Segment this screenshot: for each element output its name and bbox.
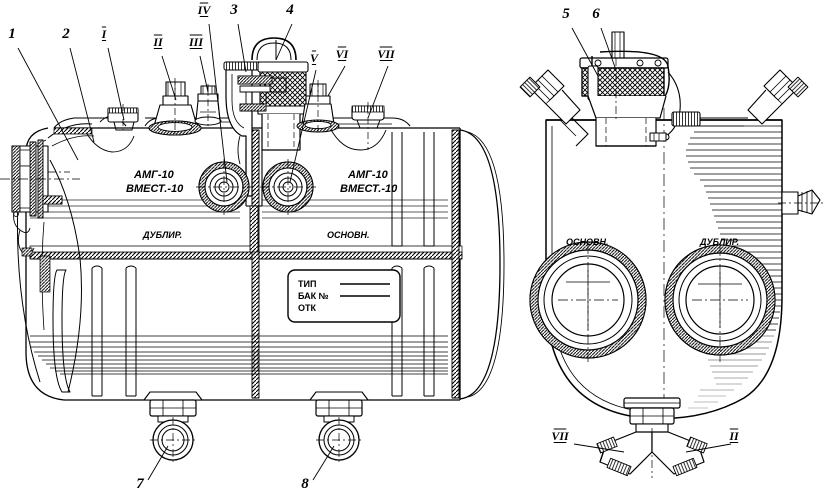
left-end-connector	[0, 123, 95, 393]
tank-body-outline	[16, 127, 505, 401]
callout-iv-c6: IV	[197, 3, 212, 17]
tank-nameplate	[287, 269, 401, 323]
callout-7-c12: 7	[136, 476, 144, 492]
nameplate-row-2-label: ОТК	[298, 303, 316, 313]
flange-pair-concentric	[196, 159, 316, 215]
flange-main	[260, 159, 316, 215]
leader-2	[69, 47, 95, 143]
leader-IV	[208, 23, 228, 183]
end-left-angled-fitting	[519, 69, 589, 147]
center-seam-band	[251, 129, 260, 399]
callout-vii-c16: VII	[551, 429, 570, 443]
callout-leader-lines	[17, 23, 732, 481]
capacity-left: ВМЕСТ.-10	[126, 183, 184, 195]
nameplate-row-1-label: БАК №	[298, 291, 329, 301]
nameplate-text-group: ТИП БАК № ОТК	[298, 279, 329, 313]
flange-duplicate-end	[664, 244, 776, 362]
leader-VII	[367, 65, 389, 119]
leader-V	[289, 69, 317, 183]
callout-1-c1: 1	[8, 26, 16, 42]
drain-fitting-8	[309, 391, 369, 463]
body-shading	[30, 199, 448, 375]
flange-main-end	[529, 241, 647, 364]
end-right-angled-fitting	[671, 69, 809, 127]
leader-III	[199, 55, 209, 93]
leader-6	[600, 27, 617, 71]
leader-VI	[327, 65, 346, 97]
leader-1	[17, 47, 79, 161]
leader-7	[147, 445, 169, 481]
callout-5-c14: 5	[562, 6, 570, 22]
fluid-grade-right: АМГ-10	[347, 169, 389, 181]
main-label-side: ОСНОВН.	[327, 230, 370, 240]
flange-duplicate	[196, 159, 252, 215]
tank-stencil-text: АМГ-10 ВМЕСТ.-10 АМГ-10 ВМЕСТ.-10 ДУБЛИР…	[126, 169, 398, 240]
end-view	[519, 31, 824, 478]
leader-3	[237, 23, 247, 73]
side-sectional-view	[0, 37, 505, 463]
duplicate-label-end: ДУБЛИР.	[699, 237, 739, 247]
callout-vi-c10: VI	[336, 47, 350, 61]
capacity-right: ВМЕСТ.-10	[340, 183, 398, 195]
girth-seam-band	[29, 245, 463, 260]
duplicate-label-side: ДУБЛИР.	[142, 230, 182, 240]
end-view-stencil-text: ОСНОВН. ДУБЛИР.	[566, 237, 739, 247]
leader-II-end	[685, 443, 732, 453]
callout-2-c2: 2	[61, 26, 70, 42]
callout-iii-c5: III	[188, 35, 204, 49]
fitting-VII-pad	[351, 102, 385, 150]
end-filler-assembly	[579, 31, 681, 147]
leader-5	[571, 27, 599, 77]
callout-6-c15: 6	[592, 6, 600, 22]
leader-I	[107, 47, 125, 121]
filler-valve-assembly	[223, 37, 309, 253]
callout-8-c13: 8	[301, 476, 309, 492]
callout-ii-c4: II	[152, 35, 164, 49]
leader-VII-end	[573, 443, 625, 453]
callout-i-c3: I	[101, 27, 108, 41]
end-side-port	[778, 189, 824, 215]
fitting-II	[148, 78, 202, 136]
nameplate-row-0-label: ТИП	[298, 279, 316, 289]
leader-4	[275, 23, 293, 61]
callout-vii-c11: VII	[377, 47, 396, 61]
drain-fitting-7	[143, 391, 203, 463]
callout-4-c8: 4	[285, 2, 294, 18]
leader-II	[161, 55, 177, 101]
leader-8	[312, 445, 335, 481]
callout-v-c9: V	[310, 51, 319, 65]
fitting-III	[194, 84, 222, 126]
callout-3-c7: 3	[229, 2, 238, 18]
callout-ii-c17: II	[728, 429, 740, 443]
right-seam-band	[451, 129, 460, 399]
fitting-V	[296, 80, 340, 133]
fluid-grade-left: АМГ-10	[133, 169, 175, 181]
main-label-end: ОСНОВН.	[566, 237, 609, 247]
